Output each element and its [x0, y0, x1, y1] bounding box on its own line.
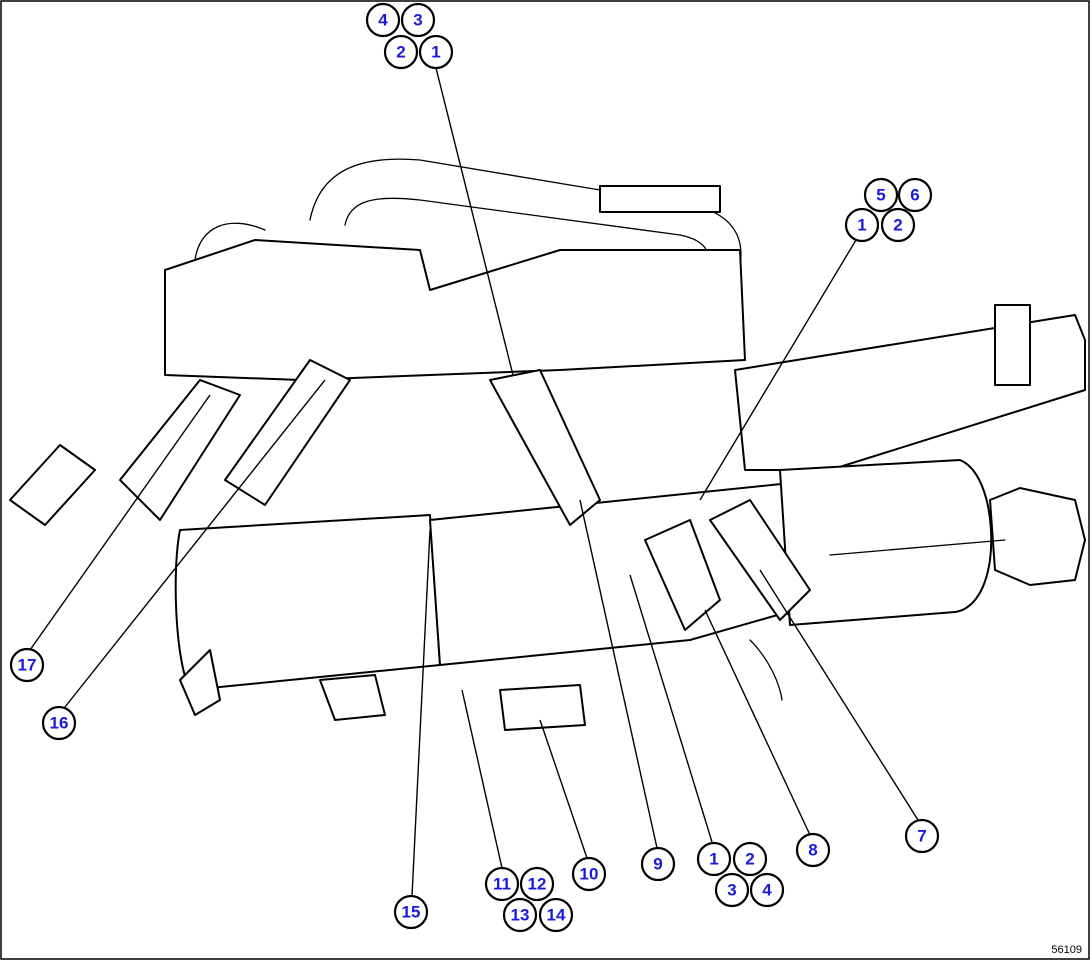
hose-17	[119, 379, 241, 521]
leader-top-group	[435, 67, 514, 376]
callout-top-1: 1	[418, 34, 454, 70]
callout-label: 13	[511, 906, 530, 925]
callout-right-6: 6	[897, 177, 933, 213]
leader-right-group	[699, 239, 857, 501]
figure-id-label: 56109	[1051, 944, 1082, 956]
callout-right-5: 5	[863, 177, 899, 213]
callout-9: 9	[640, 846, 676, 882]
callout-15: 15	[393, 894, 429, 930]
bracket-spring	[994, 304, 1031, 386]
callout-label: 11	[493, 875, 511, 894]
hose-7	[709, 499, 811, 621]
leader-15	[411, 529, 431, 897]
callout-label: 10	[580, 865, 599, 884]
callout-label: 1	[431, 43, 440, 62]
callout-8: 8	[795, 832, 831, 868]
callout-label: 2	[745, 850, 754, 869]
motor-cylinder	[779, 459, 993, 626]
callout-bot-4: 4	[749, 872, 785, 908]
callout-14: 14	[538, 897, 574, 933]
callout-label: 2	[893, 216, 902, 235]
callout-bot-1: 1	[696, 841, 732, 877]
callout-label: 4	[762, 881, 772, 900]
callout-label: 16	[50, 714, 69, 733]
left-loop-tube	[194, 222, 266, 261]
callout-17: 17	[9, 647, 45, 683]
leader-bot-group	[629, 574, 713, 843]
hose-8	[644, 519, 721, 631]
callout-label: 5	[876, 186, 885, 205]
callout-label: 15	[402, 903, 421, 922]
callout-label: 14	[547, 906, 566, 925]
callout-label: 4	[378, 11, 388, 30]
callout-label: 8	[808, 841, 817, 860]
callout-13: 13	[502, 897, 538, 933]
callout-label: 3	[413, 11, 422, 30]
callout-16: 16	[41, 705, 77, 741]
valve-block	[164, 239, 746, 381]
leader-7	[759, 569, 919, 821]
leader-8	[704, 609, 811, 836]
callout-label: 2	[396, 43, 405, 62]
callout-label: 9	[653, 855, 662, 874]
hose-9	[489, 369, 601, 526]
callouts: 4 3 2 1 5 6 1 2	[9, 2, 940, 933]
leader-11-14	[461, 689, 503, 869]
callout-top-3: 3	[400, 2, 436, 38]
callout-label: 1	[857, 216, 866, 235]
callout-top-4: 4	[365, 2, 401, 38]
valve-top-fitting	[599, 185, 721, 213]
motor-wire	[829, 539, 1006, 556]
bracket-arm	[734, 314, 1086, 471]
bottom-left-fitting	[179, 649, 221, 716]
leader-16	[64, 379, 326, 708]
callout-bot-2: 2	[732, 841, 768, 877]
pump-housing	[174, 514, 441, 691]
leader-9	[579, 499, 658, 849]
assembly-drawing	[9, 158, 1086, 731]
callout-label: 6	[910, 186, 919, 205]
callout-top-2: 2	[383, 34, 419, 70]
drain-hose	[749, 639, 783, 701]
callout-right-2: 2	[880, 207, 916, 243]
bottom-center-fitting	[319, 674, 386, 721]
callout-11: 11	[484, 866, 520, 902]
hose-10	[499, 684, 586, 731]
callout-right-1: 1	[844, 207, 880, 243]
leader-17	[29, 394, 211, 651]
callout-label: 17	[18, 656, 37, 675]
leader-10	[539, 719, 588, 859]
top-loop-tube	[309, 158, 742, 281]
motor-end-cap	[989, 487, 1086, 586]
callout-label: 3	[727, 881, 736, 900]
leader-lines	[29, 67, 919, 897]
hose-left-end	[9, 444, 96, 526]
callout-7: 7	[904, 818, 940, 854]
callout-12: 12	[519, 866, 555, 902]
hose-16	[224, 359, 351, 506]
callout-label: 1	[709, 850, 718, 869]
callout-bot-3: 3	[714, 872, 750, 908]
callout-label: 12	[528, 875, 547, 894]
callout-10: 10	[571, 856, 607, 892]
callout-label: 7	[917, 827, 926, 846]
